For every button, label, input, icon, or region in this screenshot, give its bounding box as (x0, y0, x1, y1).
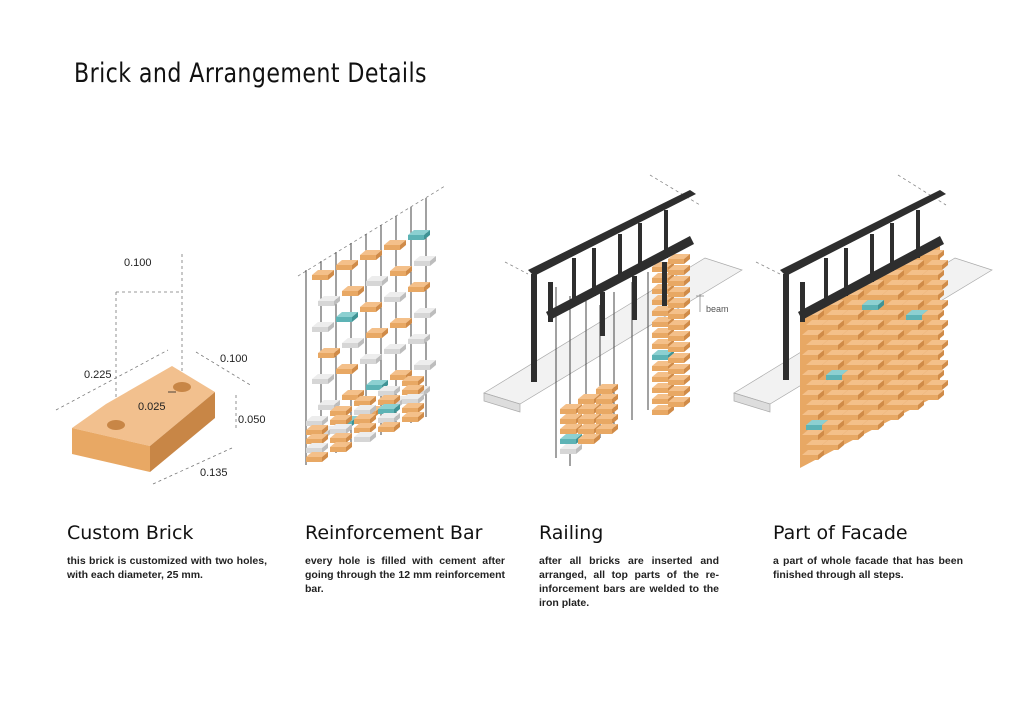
rebar-brick (360, 354, 382, 364)
rebar-brick (366, 328, 388, 338)
rebar-brick (390, 318, 412, 328)
rebar-brick (354, 432, 376, 442)
rebar-brick (414, 360, 436, 370)
rebar-brick (384, 292, 406, 302)
section-heading: Custom Brick (67, 522, 194, 544)
rebar-brick (336, 260, 358, 270)
rebar-brick (402, 412, 424, 422)
railing-brick (560, 444, 582, 454)
dimension-bottom-length: 0.135 (200, 467, 228, 479)
rebar-brick (342, 338, 364, 348)
section-heading: Railing (539, 522, 604, 544)
rebar-brick (306, 443, 328, 453)
rebar-brick (384, 240, 406, 250)
rebar-brick (330, 433, 352, 443)
section-description: a part of whole facade that has been fin… (773, 555, 963, 581)
rebar-brick (336, 312, 358, 322)
dimension-length: 0.225 (84, 369, 112, 381)
rebar-brick (306, 434, 328, 444)
rebar-brick (336, 364, 358, 374)
reinforcement-bar-drawing (297, 185, 446, 465)
railing-brick (596, 384, 618, 394)
dimension-hole-spacing: 0.025 (138, 401, 166, 413)
section-heading: Part of Facade (773, 522, 908, 544)
rebar-brick (402, 394, 424, 404)
rebar-brick (384, 344, 406, 354)
page-title: Brick and Arrangement Details (74, 58, 427, 89)
dimension-top-width: 0.100 (124, 257, 152, 269)
rebar-brick (306, 452, 328, 462)
section-description: this brick is customized with two holes,… (67, 555, 267, 581)
section-part-of-facade: Part of Facade a part of whole facade th… (773, 522, 963, 582)
rebar-brick (354, 414, 376, 424)
rebar-brick (402, 403, 424, 413)
rebar-brick (366, 276, 388, 286)
dimension-height: 0.050 (238, 414, 266, 426)
rebar-brick (312, 270, 334, 280)
rebar-brick (330, 424, 352, 434)
section-reinforcement-bar: Reinforcement Bar every hole is filled w… (305, 522, 505, 596)
rebar-brick (414, 256, 436, 266)
rebar-brick (312, 322, 334, 332)
rebar-brick (330, 442, 352, 452)
section-heading: Reinforcement Bar (305, 522, 483, 544)
rebar-brick (342, 286, 364, 296)
railing-drawing: beam (483, 174, 743, 466)
rebar-brick (312, 374, 334, 384)
facade-drawing (733, 174, 993, 468)
rebar-brick (390, 266, 412, 276)
rebar-brick (360, 250, 382, 260)
rebar-brick (414, 308, 436, 318)
custom-brick-drawing: 0.100 0.100 0.225 0.025 0.050 0.135 (55, 254, 266, 485)
rebar-brick (354, 423, 376, 433)
section-railing: Railing after all bricks are inserted an… (539, 522, 719, 610)
section-description: every hole is filled with cement after g… (305, 555, 505, 595)
beam-label: beam (706, 304, 729, 314)
section-custom-brick: Custom Brick this brick is customized wi… (67, 522, 267, 582)
section-description: after all bricks are inserted and arrang… (539, 555, 719, 609)
rebar-brick (306, 416, 328, 426)
rebar-brick (360, 302, 382, 312)
dimension-side-width: 0.100 (220, 353, 248, 365)
